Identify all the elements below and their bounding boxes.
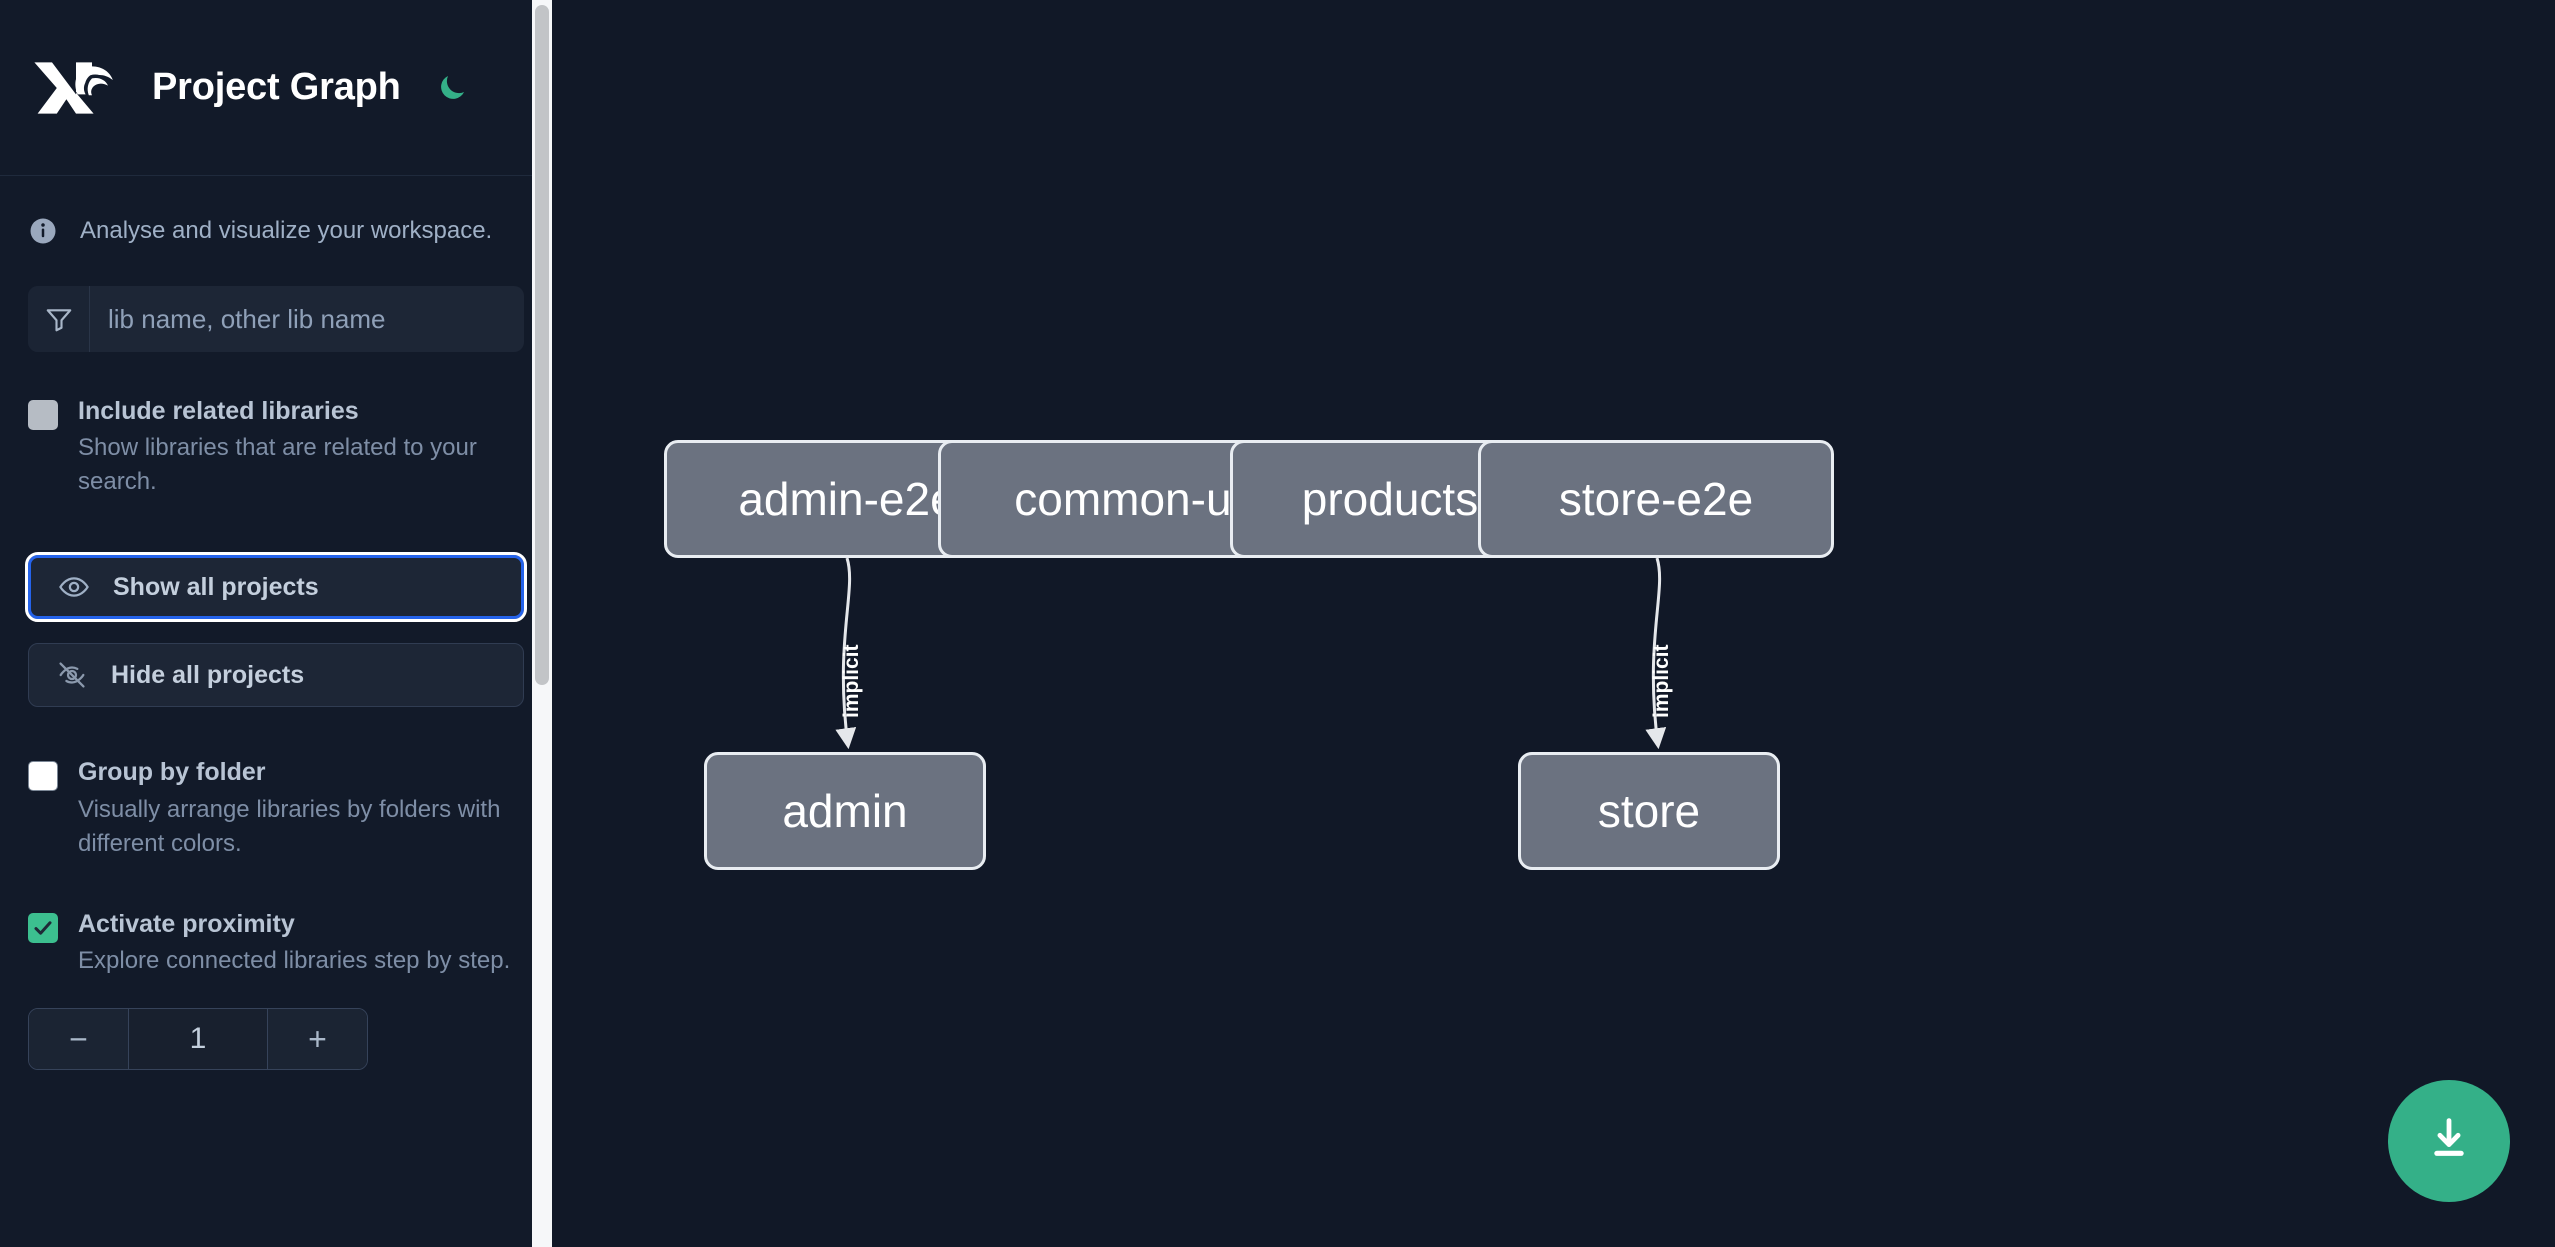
eye-icon: [57, 570, 91, 604]
include-related-description: Show libraries that are related to your …: [78, 434, 477, 496]
activate-proximity-checkbox[interactable]: [28, 912, 58, 943]
option-include-related[interactable]: Include related libraries Show libraries…: [28, 396, 524, 499]
show-all-projects-label: Show all projects: [113, 572, 319, 601]
graph-node-label: store-e2e: [1558, 473, 1754, 525]
graph-edges: [835, 557, 1667, 750]
option-activate-proximity[interactable]: Activate proximity Explore connected lib…: [28, 909, 524, 978]
tagline-text: Analyse and visualize your workspace.: [80, 217, 493, 244]
proximity-stepper: − 1 +: [28, 1008, 368, 1071]
moon-icon[interactable]: [429, 65, 475, 111]
activate-proximity-description: Explore connected libraries step by step…: [78, 947, 511, 975]
include-related-checkbox[interactable]: [28, 400, 58, 430]
graph-node-label: products: [1301, 473, 1479, 525]
graph-node-label: admin: [782, 785, 908, 837]
proximity-value: 1: [129, 1009, 267, 1070]
graph-node-store[interactable]: store: [1518, 752, 1780, 870]
group-by-folder-description: Visually arrange libraries by folders wi…: [78, 795, 501, 857]
sidebar-scrollbar-thumb[interactable]: [535, 5, 549, 685]
group-by-folder-label: Group by folder: [78, 758, 266, 787]
sidebar-body: Include related libraries Show libraries…: [0, 286, 552, 1071]
filter-row: [28, 286, 524, 352]
include-related-label: Include related libraries: [78, 397, 359, 425]
funnel-icon: [28, 286, 90, 352]
hide-all-projects-button[interactable]: Hide all projects: [28, 643, 524, 708]
group-by-folder-checkbox[interactable]: [28, 761, 58, 792]
info-icon: [28, 216, 58, 246]
proximity-decrement-button[interactable]: −: [29, 1009, 129, 1070]
download-graph-button[interactable]: [2388, 1080, 2510, 1202]
graph-node-label: admin-e2e: [738, 473, 956, 525]
show-all-projects-button[interactable]: Show all projects: [25, 552, 527, 623]
edge-label-implicit-store: implicit: [1650, 644, 1673, 718]
sidebar-scrollbar[interactable]: [532, 0, 552, 1247]
download-icon: [2423, 1113, 2475, 1170]
project-graph-canvas[interactable]: admin-e2e common-ui products store-e2e a…: [552, 0, 2555, 1247]
option-group-by-folder[interactable]: Group by folder Visually arrange librari…: [28, 757, 524, 860]
page-title: Project Graph: [152, 66, 401, 108]
proximity-increment-button[interactable]: +: [267, 1009, 367, 1070]
activate-proximity-label: Activate proximity: [78, 909, 295, 938]
workspace-tagline: Analyse and visualize your workspace.: [0, 176, 552, 286]
edge-store-e2e-to-store: [1645, 557, 1667, 750]
sidebar: Project Graph Analyse and visualize your…: [0, 0, 552, 1247]
nx-logo: [28, 56, 124, 120]
graph-node-label: store: [1597, 785, 1701, 837]
edge-admin-e2e-to-admin: [835, 557, 857, 750]
graph-node-label: common-ui: [1014, 473, 1242, 525]
edge-label-implicit-admin: implicit: [840, 644, 863, 718]
eye-off-icon: [55, 658, 89, 692]
hide-all-projects-label: Hide all projects: [111, 660, 305, 689]
graph-node-store-e2e[interactable]: store-e2e: [1478, 440, 1834, 558]
sidebar-header: Project Graph: [0, 0, 552, 176]
search-input[interactable]: [90, 286, 524, 352]
graph-node-admin[interactable]: admin: [704, 752, 986, 870]
